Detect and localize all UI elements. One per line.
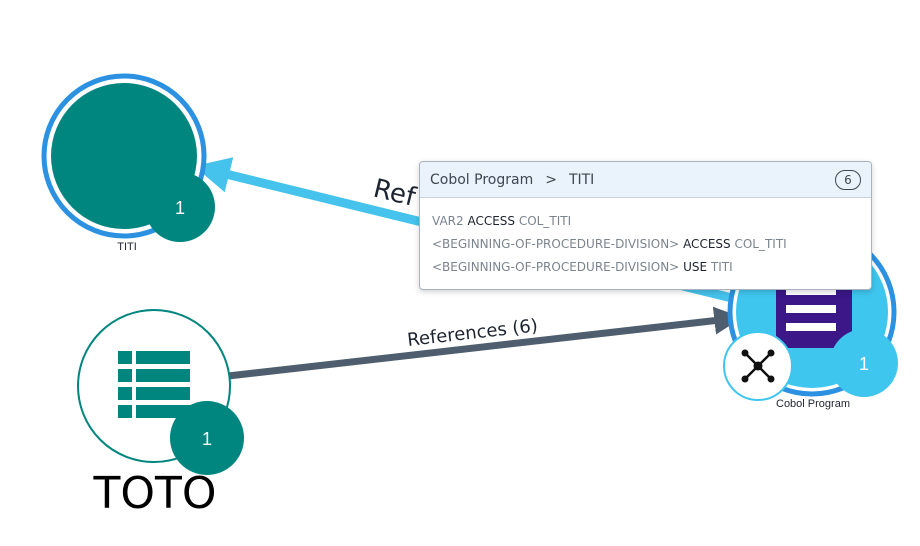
- tooltip-row-keyword: ACCESS: [683, 237, 731, 251]
- tooltip-path-leaf: TITI: [568, 171, 595, 188]
- node-toto[interactable]: 1 TOTO: [77, 309, 244, 519]
- tooltip-row: VAR2 ACCESS COL_TITI: [432, 210, 859, 233]
- tooltip-row: <BEGINNING-OF-PROCEDURE-DIVISION> USE TI…: [432, 256, 859, 279]
- badge-titi-count: 1: [175, 198, 185, 218]
- tooltip-row-keyword: ACCESS: [467, 214, 516, 228]
- tooltip-row: <BEGINNING-OF-PROCEDURE-DIVISION> ACCESS…: [432, 233, 859, 256]
- tooltip-row-source: VAR2: [432, 214, 464, 228]
- list-table-icon: [118, 351, 190, 418]
- tooltip-body: VAR2 ACCESS COL_TITI <BEGINNING-OF-PROCE…: [420, 198, 871, 279]
- tooltip-path-separator: >: [545, 171, 557, 188]
- tooltip-row-keyword: USE: [683, 260, 708, 274]
- edge-tooltip: Cobol Program > TITI 6 VAR2 ACCESS COL_T…: [419, 161, 872, 290]
- node-cobol-label: Cobol Program: [776, 398, 850, 410]
- badge-cobol: [830, 329, 898, 397]
- tooltip-header: Cobol Program > TITI 6: [420, 162, 871, 198]
- tooltip-row-target: COL_TITI: [518, 214, 572, 228]
- tooltip-count-badge: 6: [835, 169, 861, 190]
- tooltip-row-source: <BEGINNING-OF-PROCEDURE-DIVISION>: [432, 237, 680, 251]
- edge-toto-to-cobol[interactable]: References (6): [227, 306, 743, 380]
- node-titi-label: TITI: [117, 241, 137, 253]
- tooltip-path-root: Cobol Program: [430, 171, 534, 188]
- badge-toto-count: 1: [202, 429, 212, 449]
- badge-titi: [145, 172, 215, 242]
- graph-network-icon[interactable]: [723, 331, 793, 401]
- badge-cobol-count: 1: [859, 354, 869, 374]
- node-titi[interactable]: 1 TITI: [41, 73, 215, 253]
- tooltip-row-target: TITI: [710, 260, 733, 274]
- tooltip-row-source: <BEGINNING-OF-PROCEDURE-DIVISION>: [432, 260, 680, 274]
- node-toto-label: TOTO: [92, 468, 216, 519]
- tooltip-row-target: COL_TITI: [734, 237, 787, 251]
- badge-toto: [170, 401, 244, 475]
